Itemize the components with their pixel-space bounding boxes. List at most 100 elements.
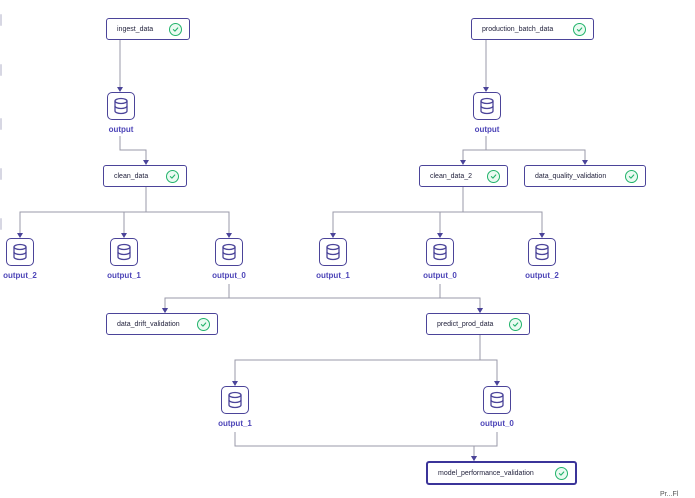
edge-arrowhead — [17, 233, 23, 238]
check-circle-icon — [166, 169, 179, 183]
rail-marker — [0, 168, 2, 180]
edge-line — [119, 136, 147, 161]
rail-marker — [0, 118, 2, 130]
artifact-label: output_0 — [480, 419, 514, 428]
artifact-icon-box — [319, 238, 347, 266]
edge-arrowhead — [162, 308, 168, 313]
edge-line — [462, 136, 487, 161]
edge-line — [145, 187, 230, 234]
edge-arrowhead — [483, 87, 489, 92]
step-label: clean_data — [114, 172, 149, 180]
artifact-node-output-0[interactable]: output_0 — [410, 238, 470, 280]
artifact-node-output-2[interactable]: output_2 — [0, 238, 50, 280]
artifact-label: output_1 — [316, 271, 350, 280]
check-circle-icon — [573, 22, 586, 36]
rail-marker — [0, 218, 2, 230]
artifact-label: output_0 — [423, 271, 457, 280]
artifact-node-output-1[interactable]: output_1 — [303, 238, 363, 280]
check-circle-icon — [169, 22, 182, 36]
artifact-node-output-1[interactable]: output_1 — [94, 238, 154, 280]
artifact-label: output_0 — [212, 271, 246, 280]
step-node-ingest-data[interactable]: ingest_data — [106, 18, 190, 40]
edge-line — [234, 335, 481, 382]
edge-arrowhead — [437, 233, 443, 238]
step-label: ingest_data — [117, 25, 154, 33]
step-node-production-batch-data[interactable]: production_batch_data — [471, 18, 594, 40]
step-node-clean-data-2[interactable]: clean_data_2 — [419, 165, 508, 187]
step-label: clean_data_2 — [430, 172, 473, 180]
step-node-predict-prod-data[interactable]: predict_prod_data — [426, 313, 530, 335]
step-label: predict_prod_data — [437, 320, 494, 328]
corner-label: Pr...Fl — [660, 491, 679, 498]
artifact-node-output-0[interactable]: output_0 — [199, 238, 259, 280]
step-node-data-drift-validation[interactable]: data_drift_validation — [106, 313, 218, 335]
edge-arrowhead — [539, 233, 545, 238]
step-node-model-performance-validation[interactable]: model_performance_validation — [426, 461, 577, 485]
artifact-label: output — [474, 125, 500, 134]
artifact-label: output_2 — [3, 271, 37, 280]
step-node-clean-data[interactable]: clean_data — [103, 165, 187, 187]
artifact-label: output — [108, 125, 134, 134]
artifact-icon-box — [6, 238, 34, 266]
check-circle-icon — [509, 317, 522, 331]
step-label: data_drift_validation — [117, 320, 180, 328]
step-label: production_batch_data — [482, 25, 554, 33]
rail-marker — [0, 64, 2, 76]
artifact-icon-box — [215, 238, 243, 266]
edge-line — [164, 284, 441, 309]
check-circle-icon — [197, 317, 210, 331]
edge-line — [332, 187, 464, 234]
artifact-icon-box — [473, 92, 501, 120]
rail-marker — [0, 14, 2, 26]
database-icon — [114, 97, 128, 115]
edge-line — [123, 187, 147, 234]
artifact-label: output_1 — [107, 271, 141, 280]
edge-arrowhead — [143, 160, 149, 165]
artifact-label: output_1 — [218, 419, 252, 428]
edge-line — [19, 187, 147, 234]
database-icon — [433, 243, 447, 261]
edge-arrowhead — [477, 308, 483, 313]
database-icon — [490, 391, 504, 409]
edge-line — [439, 187, 464, 234]
artifact-node-output-2[interactable]: output_2 — [512, 238, 572, 280]
edge-arrowhead — [494, 381, 500, 386]
edge-arrowhead — [582, 160, 588, 165]
artifact-icon-box — [221, 386, 249, 414]
database-icon — [222, 243, 236, 261]
artifact-label: output_2 — [525, 271, 559, 280]
edge-line — [164, 284, 230, 309]
edge-arrowhead — [330, 233, 336, 238]
step-label: model_performance_validation — [438, 469, 534, 477]
edge-line — [462, 187, 543, 234]
edge-arrowhead — [471, 456, 477, 461]
edge-line — [228, 284, 481, 309]
database-icon — [13, 243, 27, 261]
artifact-icon-box — [528, 238, 556, 266]
edge-line — [485, 136, 586, 161]
database-icon — [228, 391, 242, 409]
side-rail — [0, 0, 2, 498]
artifact-icon-box — [483, 386, 511, 414]
check-circle-icon — [625, 169, 638, 183]
step-node-data-quality-validation[interactable]: data_quality_validation — [524, 165, 646, 187]
edge-arrowhead — [460, 160, 466, 165]
edge-arrowhead — [117, 87, 123, 92]
artifact-icon-box — [110, 238, 138, 266]
database-icon — [535, 243, 549, 261]
edge-arrowhead — [121, 233, 127, 238]
artifact-icon-box — [426, 238, 454, 266]
artifact-node-output[interactable]: output — [91, 92, 151, 134]
edge-arrowhead — [232, 381, 238, 386]
step-label: data_quality_validation — [535, 172, 607, 180]
artifact-icon-box — [107, 92, 135, 120]
artifact-node-output[interactable]: output — [457, 92, 517, 134]
edge-line — [234, 432, 475, 457]
artifact-node-output-0[interactable]: output_0 — [467, 386, 527, 428]
edge-line — [479, 335, 498, 382]
artifact-node-output-1[interactable]: output_1 — [205, 386, 265, 428]
database-icon — [480, 97, 494, 115]
database-icon — [117, 243, 131, 261]
